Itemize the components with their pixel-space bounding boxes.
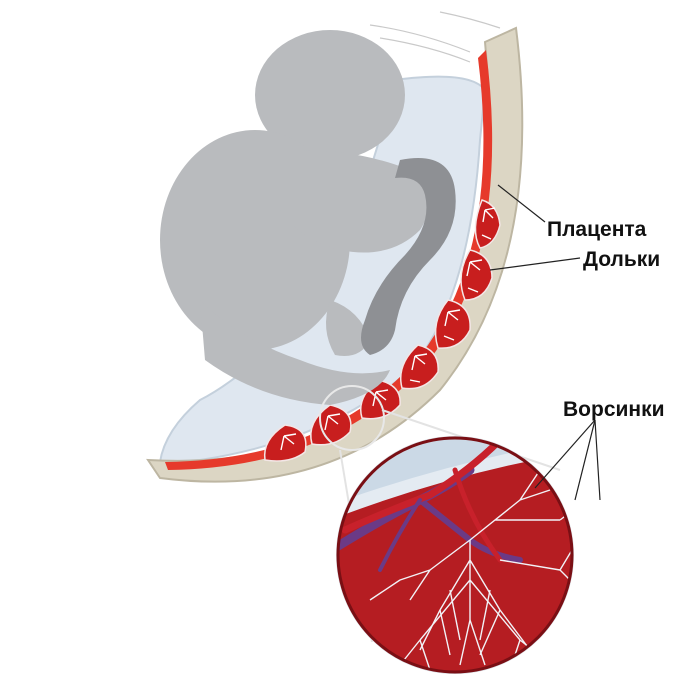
- magnifier-focus: [319, 385, 385, 451]
- label-villi: Ворсинки: [563, 398, 665, 421]
- lobe: [400, 344, 439, 390]
- membrane-lines: [369, 11, 501, 63]
- umbilical-cord: [361, 158, 456, 355]
- villi-pointer-3: [594, 419, 601, 501]
- vessels: [338, 438, 523, 572]
- lobe: [460, 249, 493, 301]
- lobe-villi: [280, 207, 496, 451]
- label-placenta: Плацента: [547, 218, 647, 241]
- villi-pointer-2: [574, 419, 596, 501]
- lobes: [263, 199, 501, 462]
- pointer-lines: [489, 184, 601, 501]
- label-lobes: Дольки: [583, 248, 661, 271]
- villi-pointer-1: [534, 419, 596, 489]
- lobes-pointer: [489, 257, 581, 271]
- fetus: [160, 30, 428, 405]
- placenta-pointer: [497, 184, 546, 223]
- villi-tree: [369, 469, 572, 671]
